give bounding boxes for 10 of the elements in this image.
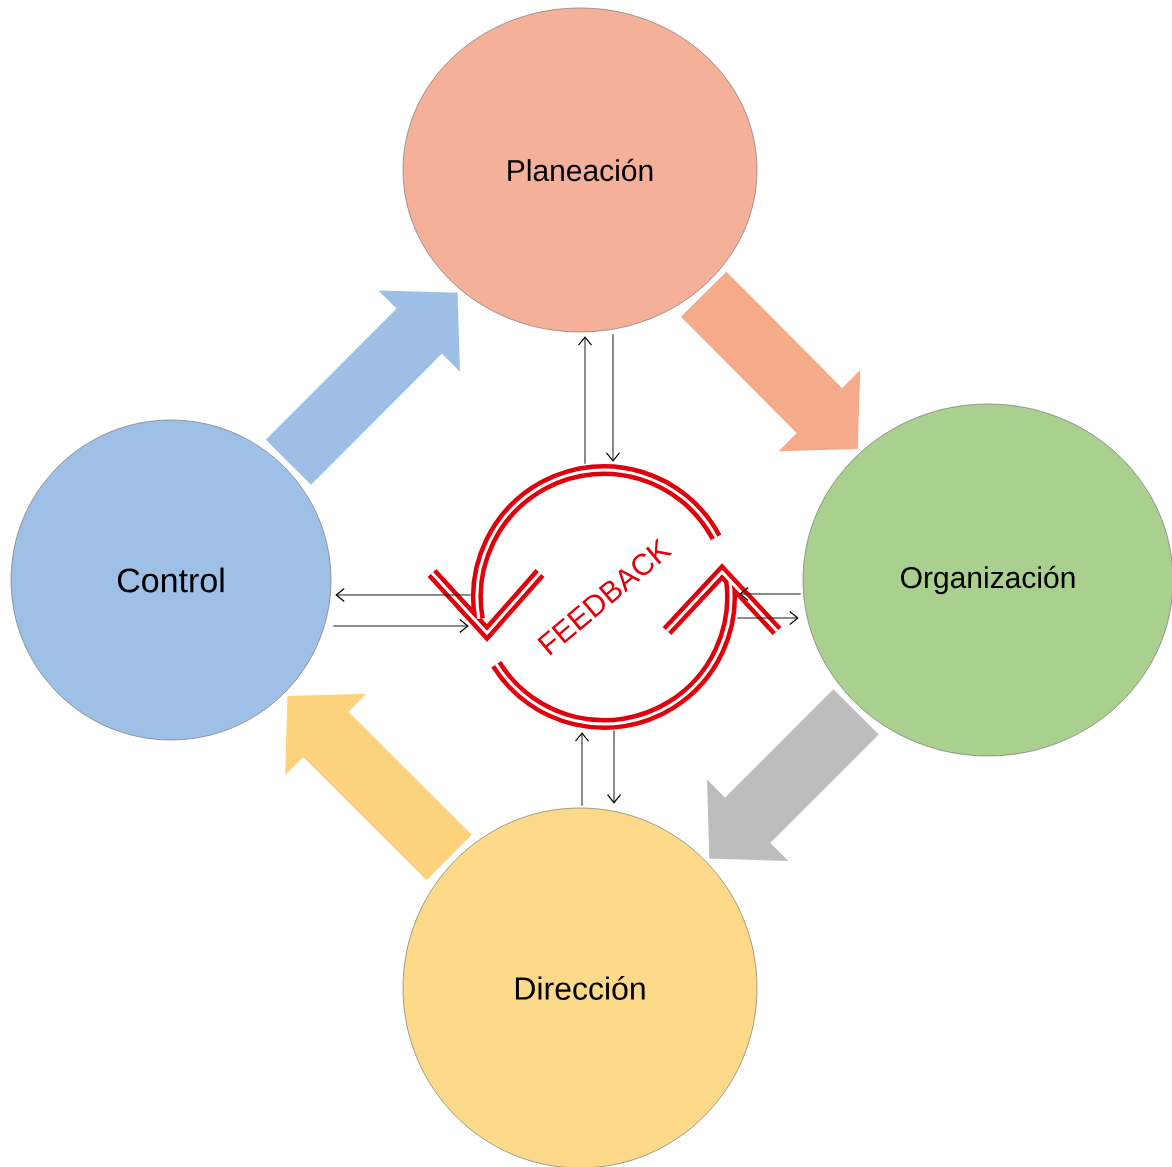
arrow [605,333,621,462]
arrow [574,732,590,807]
block-arrow [707,689,879,861]
arrow [736,610,799,626]
arrow [577,336,593,465]
arrow [739,586,802,602]
arrow [335,587,472,603]
arrow [606,729,622,804]
arrow [332,618,469,634]
block-arrow [265,290,460,485]
